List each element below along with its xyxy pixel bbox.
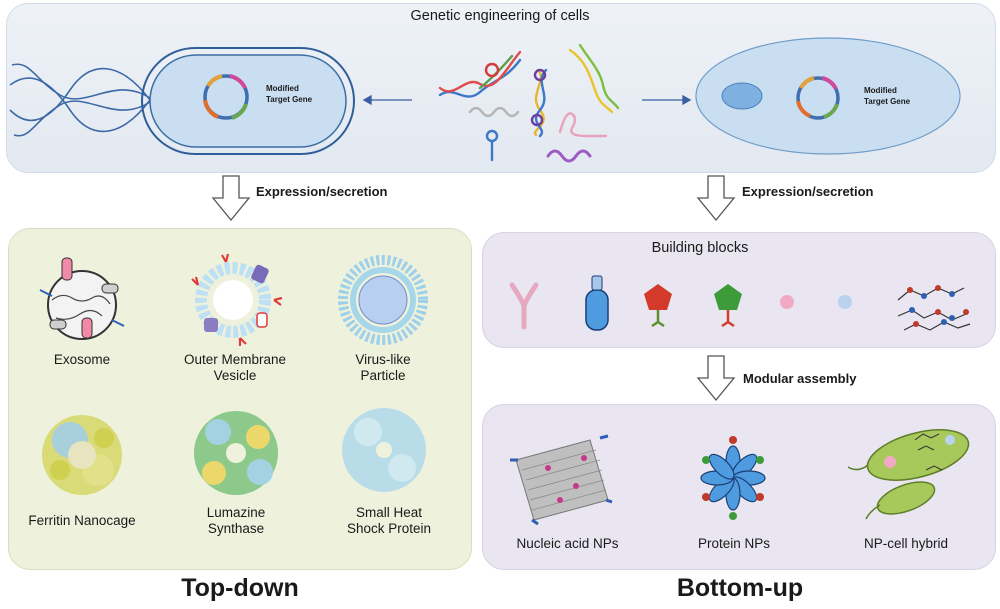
nucleic-acid-nps-label: Nucleic acid NPs (516, 536, 619, 551)
red-pentagon-icon (644, 284, 672, 328)
bacterium-outer-membrane-icon (141, 47, 355, 155)
left-cell-label-line1: Modified (266, 84, 299, 93)
right-arrow-icon (642, 94, 692, 106)
ferritin-nanocage-icon (42, 415, 122, 495)
vertical-dna-icon (530, 68, 548, 138)
right-cell-label-line1: Modified (864, 86, 897, 95)
cell-body-icon (695, 37, 961, 155)
lumazine-label-text: Lumazine Synthase (206, 505, 266, 536)
building-blocks-title: Building blocks (651, 240, 749, 256)
np-cell-hybrid-label: NP-cell hybrid (863, 536, 949, 551)
flagella-icon (9, 63, 151, 137)
protein-nps-label: Protein NPs (697, 536, 771, 551)
top-down-title: Top-down (181, 574, 299, 602)
dna-origami-icon (510, 434, 613, 526)
outer-membrane-vesicle-label: Outer Membrane Vesicle (165, 352, 305, 384)
lumazine-synthase-icon (194, 411, 278, 495)
shsp-label-text: Small Heat Shock Protein (346, 505, 432, 536)
left-expression-label: Expression/secretion (256, 184, 388, 199)
right-cell-label-line2: Target Gene (864, 97, 911, 106)
capsule-protein-icon (585, 275, 609, 331)
dna-helix-icon (438, 50, 522, 98)
small-heat-shock-protein-icon (342, 408, 426, 492)
plasmid-icon (203, 74, 249, 120)
lumazine-synthase-label: Lumazine Synthase (186, 505, 286, 537)
nucleus-icon (721, 82, 763, 110)
hairpin-rna-icon (558, 112, 608, 138)
vlp-label-text: Virus-like Particle (355, 352, 411, 383)
antibody-icon (509, 282, 539, 330)
virus-like-particle-label: Virus-like Particle (333, 352, 433, 384)
hollow-arrow-modular (696, 355, 736, 402)
left-arrow-icon (362, 94, 412, 106)
hollow-arrow-left (211, 175, 251, 222)
mrna-wave-icon (546, 149, 592, 163)
small-heat-shock-protein-label: Small Heat Shock Protein (334, 505, 444, 537)
exosome-icon (39, 257, 125, 340)
green-pentagon-icon (714, 284, 742, 328)
left-cell-label-line2: Target Gene (266, 95, 313, 104)
double-helix-icon (568, 43, 620, 114)
pink-sphere-icon (780, 295, 794, 309)
right-expression-label: Expression/secretion (742, 184, 874, 199)
blue-sphere-icon (838, 295, 852, 309)
outer-membrane-vesicle-icon (191, 253, 283, 346)
virus-like-particle-icon (338, 255, 428, 345)
omv-label-text: Outer Membrane Vesicle (183, 352, 287, 383)
modular-assembly-label: Modular assembly (743, 371, 857, 386)
hollow-arrow-right (696, 175, 736, 222)
plasmid-icon (796, 76, 840, 120)
exosome-label: Exosome (53, 352, 111, 367)
protein-nanoparticle-icon (700, 436, 766, 520)
np-cell-hybrid-icon (847, 429, 970, 520)
ferritin-nanocage-label: Ferritin Nanocage (28, 513, 136, 528)
bottom-up-title: Bottom-up (676, 574, 804, 602)
frame-nodes-icon (907, 285, 969, 327)
stem-loop-icon (485, 129, 499, 162)
genetic-engineering-title: Genetic engineering of cells (410, 8, 590, 24)
rna-strand-icon (468, 106, 520, 118)
